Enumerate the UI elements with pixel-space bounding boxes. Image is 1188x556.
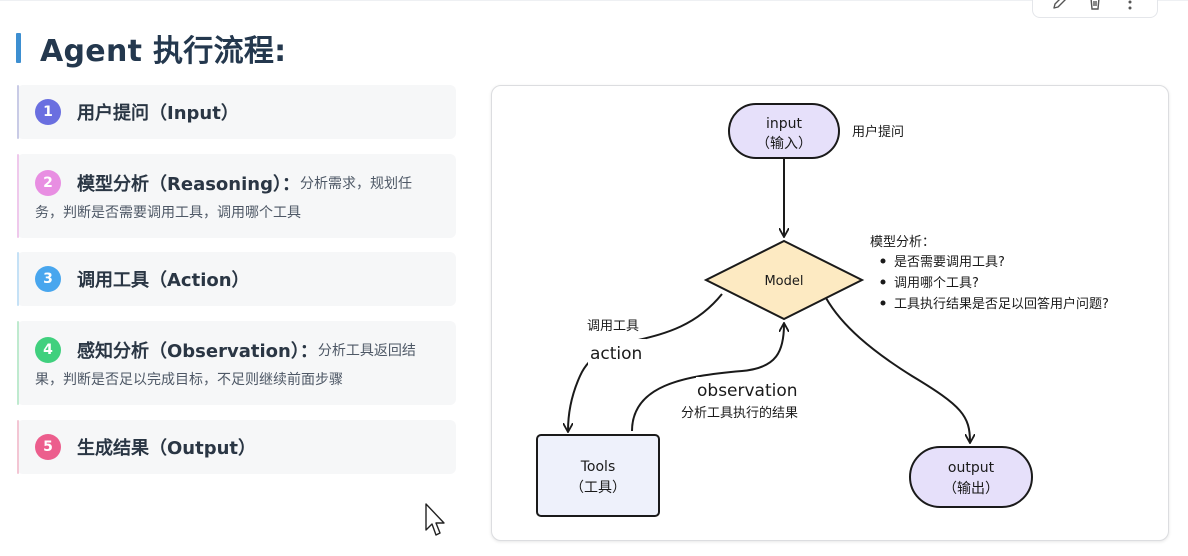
bullet-dot — [880, 279, 886, 285]
title-accent-bar — [16, 33, 21, 63]
tools-node — [536, 434, 660, 517]
output-node-sublabel: （输出） — [943, 481, 999, 497]
observation-label-cn: 分析工具执行的结果 — [681, 405, 798, 421]
step-accent — [17, 85, 19, 139]
step-number-badge: 2 — [35, 170, 61, 196]
block-toolbar — [1032, 0, 1158, 18]
model-node — [703, 239, 865, 321]
observation-label-en: observation — [697, 381, 798, 401]
input-note: 用户提问 — [852, 124, 904, 140]
more-vertical-icon[interactable] — [1119, 0, 1141, 11]
step-item-3: 3 调用工具（Action） — [17, 252, 456, 306]
step-number-badge: 5 — [35, 434, 61, 460]
model-note-title: 模型分析： — [870, 235, 935, 250]
action-label-en: action — [590, 344, 642, 364]
input-node-label: input — [766, 116, 803, 132]
action-label-cn: 调用工具 — [587, 319, 639, 334]
bullet-dot — [880, 300, 886, 306]
step-heading: 模型分析（Reasoning）： — [77, 174, 300, 195]
tools-node-sublabel: （工具） — [570, 480, 626, 496]
step-accent — [17, 252, 19, 306]
step-accent — [17, 154, 19, 238]
step-heading: 调用工具（Action） — [77, 270, 250, 291]
model-to-output-arrow — [825, 297, 970, 442]
step-accent — [17, 420, 19, 474]
step-heading: 用户提问（Input） — [77, 103, 239, 124]
bullet-dot — [880, 258, 886, 264]
model-note-item: 调用哪个工具? — [894, 276, 979, 291]
observation-label-bg — [696, 377, 798, 401]
step-heading: 感知分析（Observation）： — [77, 341, 318, 362]
step-description-continued: 果，判断是否足以完成目标，不足则继续前面步骤 — [35, 372, 343, 388]
top-divider — [0, 0, 1188, 1]
step-accent — [17, 321, 19, 405]
flow-diagram-svg: input （输入） 用户提问 Model 模型分析： 是否需要调用工具? 调用… — [536, 103, 1109, 517]
step-item-5: 5 生成结果（Output） — [17, 420, 456, 474]
step-item-1: 1 用户提问（Input） — [17, 85, 456, 139]
step-number-badge: 1 — [35, 99, 61, 125]
page-title: Agent 执行流程: — [40, 34, 287, 69]
step-number-badge: 3 — [35, 266, 61, 292]
step-item-4: 4 感知分析（Observation）： 分析工具返回结 果，判断是否足以完成目… — [17, 321, 456, 405]
trash-icon[interactable] — [1084, 0, 1106, 11]
step-heading: 生成结果（Output） — [77, 438, 257, 459]
step-item-2: 2 模型分析（Reasoning）： 分析需求，规划任 务，判断是否需要调用工具… — [17, 154, 456, 238]
pencil-icon[interactable] — [1049, 0, 1071, 11]
tools-node-label: Tools — [580, 459, 616, 475]
model-note-item: 工具执行结果是否足以回答用户问题? — [894, 296, 1109, 312]
input-node-sublabel: （输入） — [756, 136, 812, 152]
model-note-item: 是否需要调用工具? — [894, 255, 1005, 270]
step-number-badge: 4 — [35, 337, 61, 363]
output-node-label: output — [948, 460, 995, 476]
agent-flow-diagram: input （输入） 用户提问 Model 模型分析： 是否需要调用工具? 调用… — [491, 85, 1169, 541]
output-node — [909, 446, 1033, 508]
step-description-continued: 务，判断是否需要调用工具，调用哪个工具 — [35, 205, 301, 221]
observation-arrow — [631, 324, 784, 432]
model-node-label: Model — [764, 274, 803, 289]
mouse-cursor-icon — [424, 502, 448, 542]
step-description: 分析工具返回结 — [317, 343, 416, 359]
step-description: 分析需求，规划任 — [299, 176, 412, 192]
action-label-bg — [588, 339, 646, 365]
